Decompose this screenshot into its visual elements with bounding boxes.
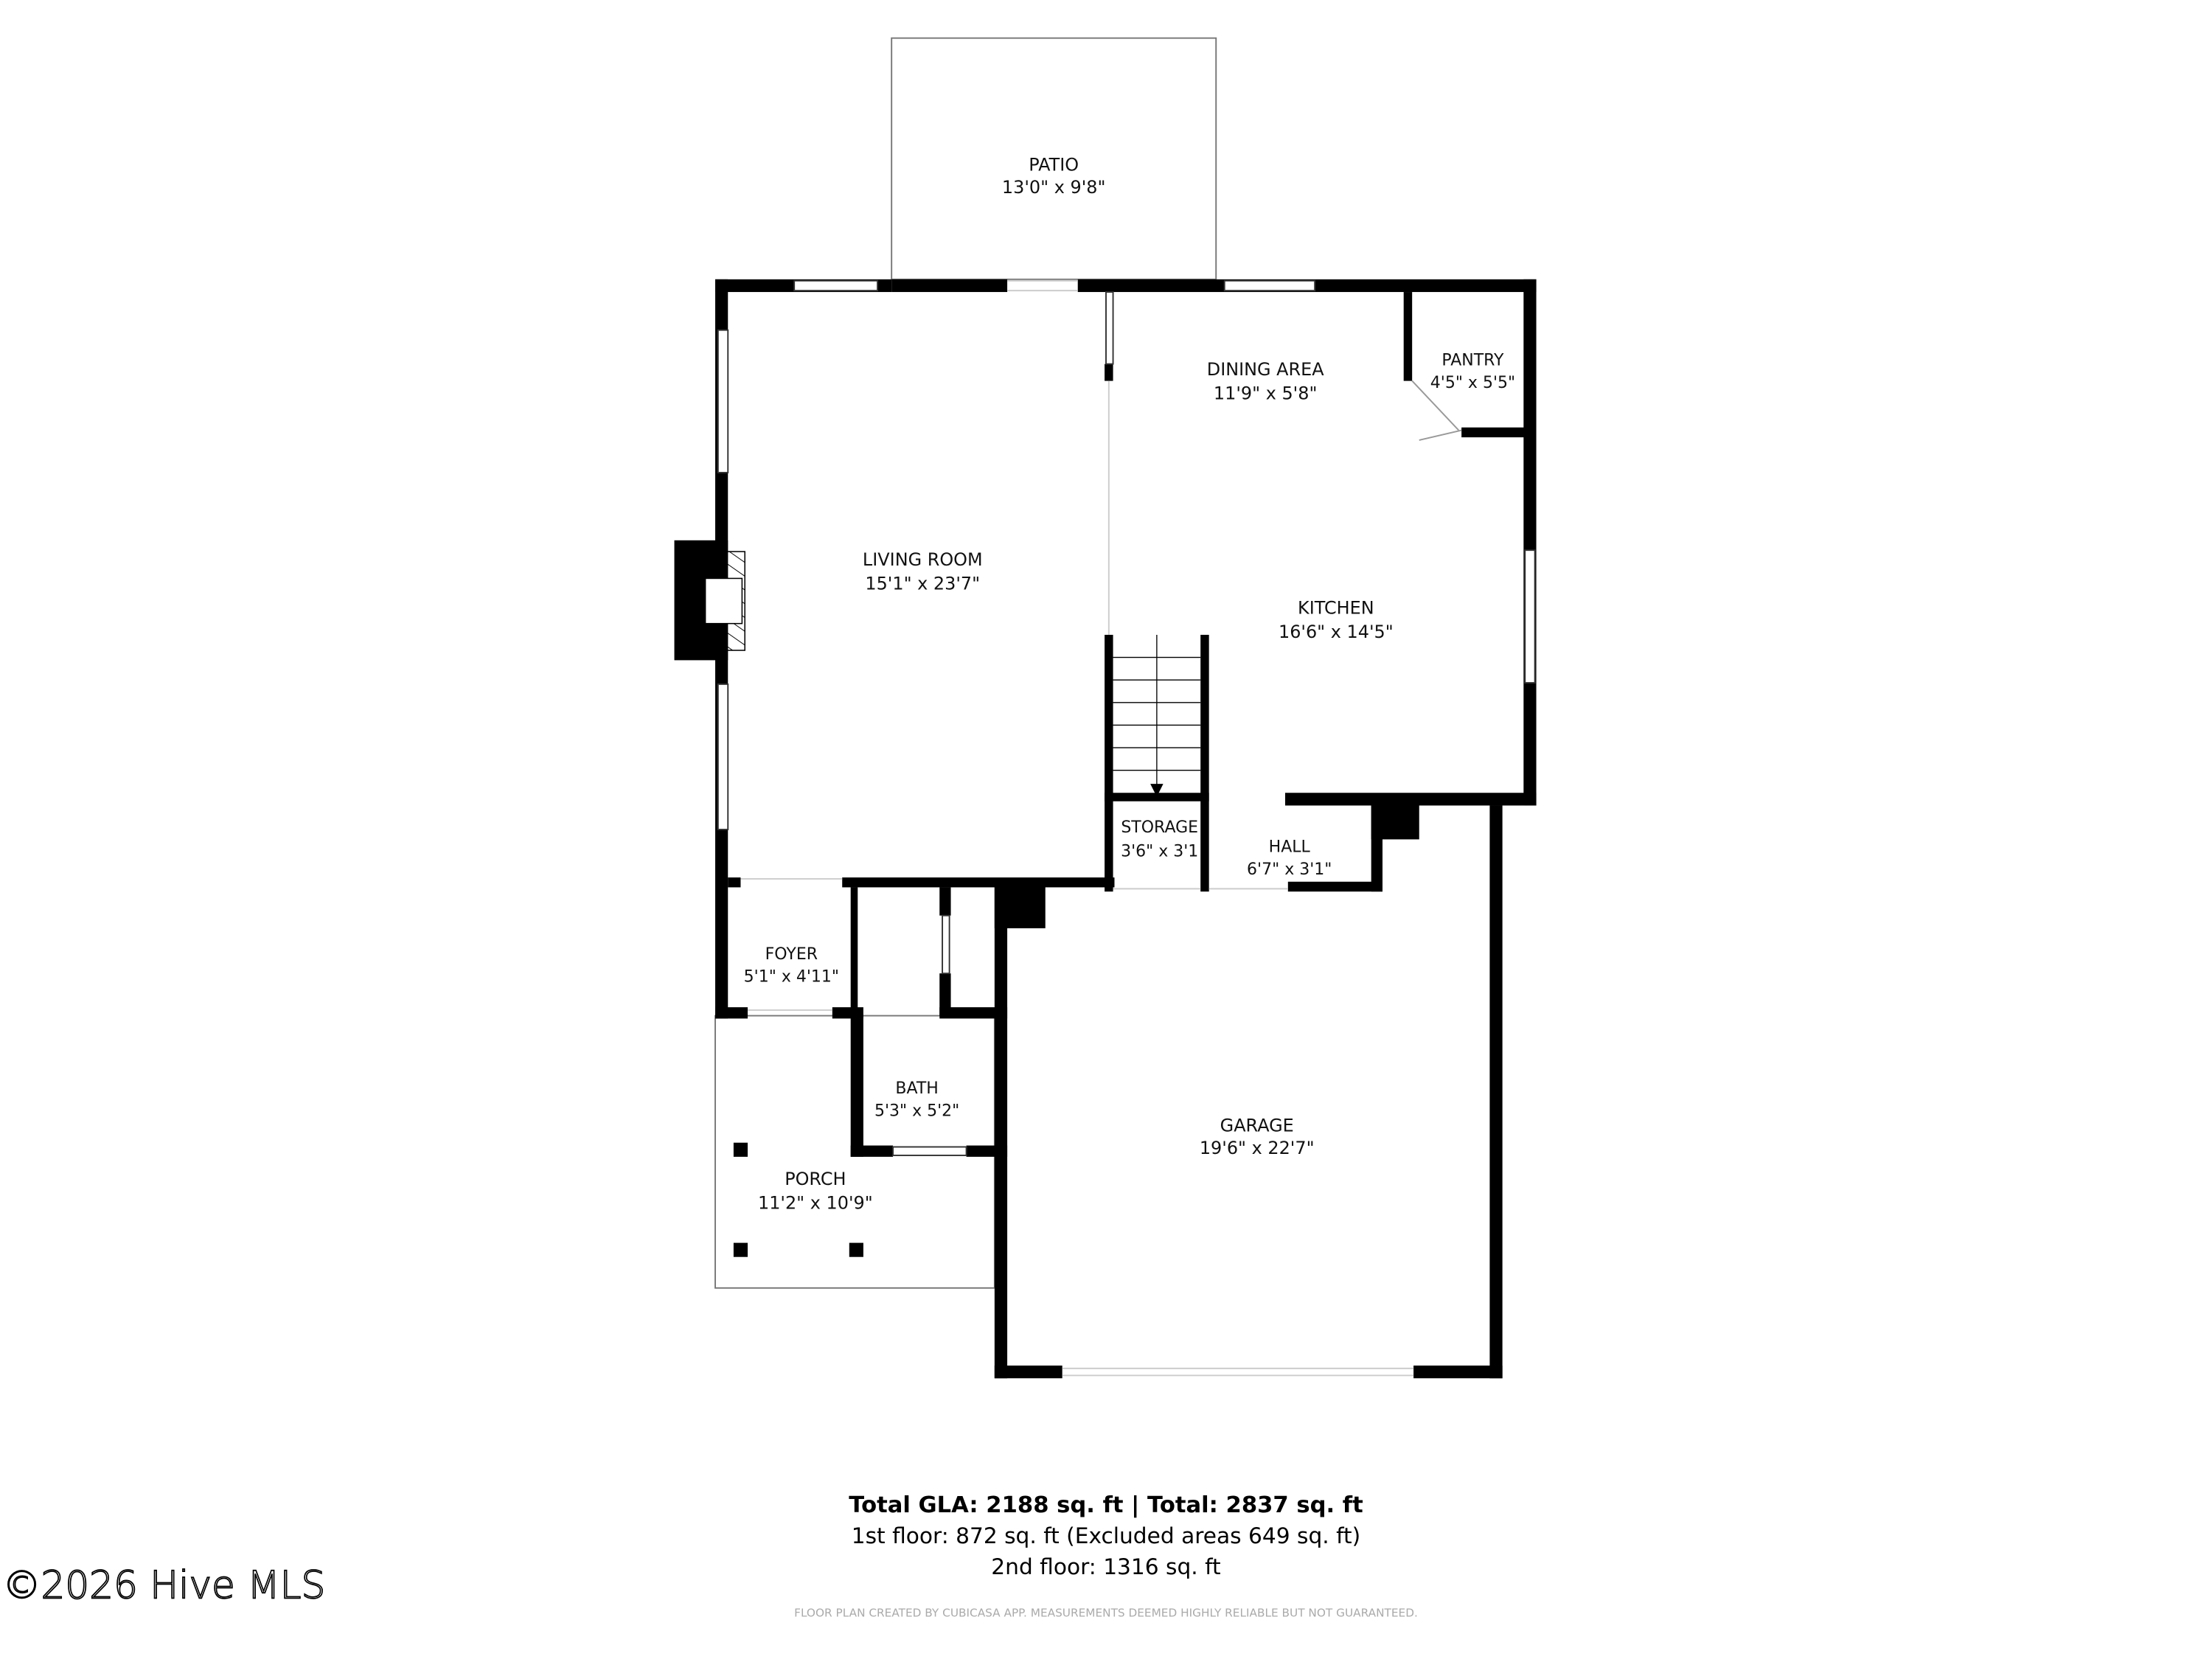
svg-text:KITCHEN: KITCHEN — [1298, 597, 1374, 618]
svg-text:5'3" x 5'2": 5'3" x 5'2" — [874, 1102, 959, 1120]
svg-text:11'9" x 5'8": 11'9" x 5'8" — [1214, 383, 1318, 403]
svg-text:PATIO: PATIO — [1029, 155, 1079, 175]
room-pantry: PANTRY 4'5" x 5'5" — [1430, 352, 1515, 393]
room-kitchen: KITCHEN 16'6" x 14'5" — [1279, 597, 1394, 642]
room-porch: PORCH 11'2" x 10'9" — [758, 1169, 873, 1214]
room-bath: BATH 5'3" x 5'2" — [874, 1079, 959, 1121]
windows — [717, 279, 1536, 1156]
patio-outline — [891, 37, 1217, 280]
disclaimer: FLOOR PLAN CREATED BY CUBICASA APP. MEAS… — [794, 1607, 1418, 1620]
svg-text:3'6" x 3'1: 3'6" x 3'1 — [1121, 842, 1198, 860]
svg-text:15'1" x 23'7": 15'1" x 23'7" — [865, 574, 980, 594]
svg-text:HALL: HALL — [1269, 838, 1311, 857]
room-living-room: LIVING ROOM 15'1" x 23'7" — [863, 549, 983, 594]
svg-text:4'5" x 5'5": 4'5" x 5'5" — [1430, 374, 1515, 392]
total-area: Total GLA: 2188 sq. ft | Total: 2837 sq.… — [849, 1492, 1363, 1518]
svg-text:LIVING ROOM: LIVING ROOM — [863, 549, 983, 570]
svg-text:11'2" x 10'9": 11'2" x 10'9" — [758, 1193, 873, 1214]
area-summary: Total GLA: 2188 sq. ft | Total: 2837 sq.… — [794, 1492, 1418, 1620]
svg-text:GARAGE: GARAGE — [1220, 1115, 1294, 1135]
room-storage: STORAGE 3'6" x 3'1 — [1121, 818, 1198, 861]
svg-text:FOYER: FOYER — [765, 945, 818, 964]
svg-text:19'6" x 22'7": 19'6" x 22'7" — [1200, 1138, 1315, 1158]
svg-text:STORAGE: STORAGE — [1121, 818, 1198, 837]
openings — [740, 279, 1462, 1377]
second-floor-area: 2nd floor: 1316 sq. ft — [991, 1554, 1220, 1579]
room-foyer: FOYER 5'1" x 4'11" — [744, 945, 839, 987]
watermark: ©2026 Hive MLS — [3, 1564, 326, 1608]
svg-text:16'6" x 14'5": 16'6" x 14'5" — [1279, 622, 1394, 642]
room-garage: GARAGE 19'6" x 22'7" — [1200, 1115, 1315, 1158]
room-hall: HALL 6'7" x 3'1" — [1247, 838, 1332, 880]
staircase — [1113, 634, 1201, 797]
room-patio: PATIO 13'0" x 9'8" — [1002, 155, 1106, 198]
svg-text:6'7" x 3'1": 6'7" x 3'1" — [1247, 860, 1332, 879]
svg-text:5'1" x 4'11": 5'1" x 4'11" — [744, 968, 839, 987]
fireplace — [685, 551, 745, 651]
svg-text:BATH: BATH — [895, 1079, 938, 1098]
svg-text:13'0" x 9'8": 13'0" x 9'8" — [1002, 177, 1106, 198]
walls — [674, 279, 1537, 1379]
room-dining-area: DINING AREA 11'9" x 5'8" — [1207, 359, 1324, 404]
svg-text:PORCH: PORCH — [785, 1169, 846, 1189]
first-floor-area: 1st floor: 872 sq. ft (Excluded areas 64… — [852, 1523, 1360, 1548]
svg-text:PANTRY: PANTRY — [1441, 352, 1504, 370]
porch-posts — [733, 1142, 863, 1257]
svg-text:DINING AREA: DINING AREA — [1207, 359, 1324, 380]
